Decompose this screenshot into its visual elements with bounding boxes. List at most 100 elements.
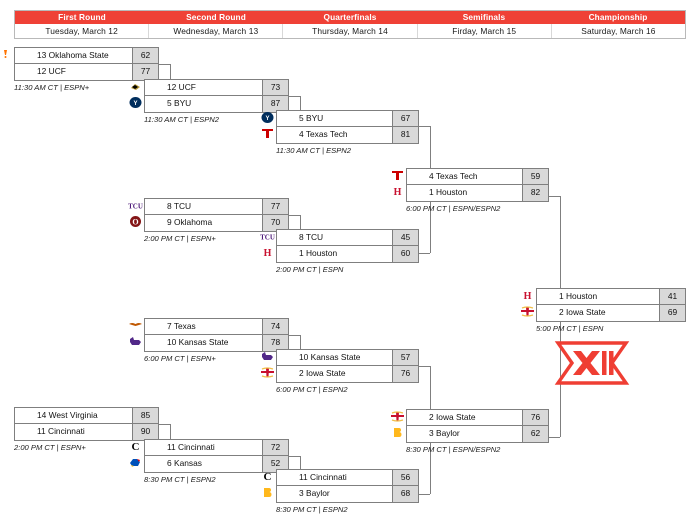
matchup-box[interactable]: 2 Iowa State 76 3 Baylor 62 xyxy=(391,409,549,443)
team-row[interactable]: Y 5 BYU 67 xyxy=(261,111,418,127)
team-score: 76 xyxy=(392,366,418,382)
team-row[interactable]: TCU 8 TCU 45 xyxy=(260,230,418,246)
team-row[interactable]: 6 Kansas 52 xyxy=(130,456,288,472)
match-championship[interactable]: H 1 Houston 41 2 Iowa State 69 5:00 PM C… xyxy=(521,288,686,334)
match-qf-1[interactable]: Y 5 BYU 67 4 Texas Tech 81 11:30 AM CT |… xyxy=(261,110,419,156)
team-row[interactable]: H 1 Houston 60 xyxy=(264,246,418,262)
tcu-horned-frogs-logo: TCU xyxy=(128,198,143,212)
team-score: 45 xyxy=(392,230,418,245)
team-row[interactable]: 10 Kansas State 78 xyxy=(130,335,288,351)
matchup-box[interactable]: TCU 8 TCU 45 H 1 Houston 60 xyxy=(260,229,419,263)
svg-text:H: H xyxy=(264,248,272,259)
matchup-box[interactable]: H 1 Houston 41 2 Iowa State 69 xyxy=(521,288,686,322)
team-row[interactable]: 3 Baylor 62 xyxy=(394,426,548,442)
bracket-connector xyxy=(560,196,561,296)
team-row[interactable]: 3 Baylor 68 xyxy=(264,486,418,502)
team-row[interactable]: H 1 Houston 41 xyxy=(524,289,685,305)
team-row[interactable]: 14 West Virginia 85 xyxy=(15,408,158,424)
round-dates-row: Tuesday, March 12 Wednesday, March 13 Th… xyxy=(15,24,686,38)
matchup-box[interactable]: TCU 8 TCU 77 O 9 Oklahoma 70 xyxy=(128,198,289,232)
iowa-state-cyclones-logo xyxy=(520,304,535,318)
team-row[interactable]: C 11 Cincinnati 72 xyxy=(132,440,288,456)
team-row[interactable]: Y 5 BYU 87 xyxy=(129,96,288,112)
matchup-box[interactable]: 10 Kansas State 57 2 Iowa State 76 xyxy=(261,349,419,383)
team-row[interactable]: C 11 Cincinnati 56 xyxy=(264,470,418,486)
round-names-row: First Round Second Round Quarterfinals S… xyxy=(15,11,685,24)
match-r2-1[interactable]: 12 UCF 73 Y 5 BYU 87 11:30 AM CT | ESPN2 xyxy=(129,79,289,125)
team-row[interactable]: 4 Texas Tech 59 xyxy=(392,169,548,185)
team-name: 1 Houston xyxy=(429,187,468,197)
matchup-box[interactable]: 12 UCF 73 Y 5 BYU 87 xyxy=(129,79,289,113)
team-row[interactable]: 4 Texas Tech 81 xyxy=(262,127,418,143)
matchup-box[interactable]: C 11 Cincinnati 72 6 Kansas 52 xyxy=(130,439,289,473)
team-row[interactable]: TCU 8 TCU 77 xyxy=(128,199,288,215)
team-row[interactable]: 11 Cincinnati 90 xyxy=(15,424,158,440)
match-sf-2[interactable]: 2 Iowa State 76 3 Baylor 62 8:30 PM CT |… xyxy=(391,409,549,455)
bracket-connector xyxy=(430,126,431,180)
svg-text:C: C xyxy=(264,471,272,483)
round-date-championship: Saturday, March 16 xyxy=(551,24,686,38)
team-name: 11 Cincinnati xyxy=(299,472,347,482)
match-r2-4[interactable]: C 11 Cincinnati 72 6 Kansas 52 8:30 PM C… xyxy=(130,439,289,485)
houston-cougars-logo: H xyxy=(260,245,275,259)
matchup-box[interactable]: 7 Texas 74 10 Kansas State 78 xyxy=(129,318,289,352)
team-row[interactable]: H 1 Houston 82 xyxy=(394,185,548,201)
bracket-connector xyxy=(288,335,300,336)
team-row[interactable]: 2 Iowa State 76 xyxy=(391,410,548,426)
team-score: 52 xyxy=(262,456,288,472)
bracket-connector xyxy=(170,424,171,448)
matchup-box[interactable]: 14 West Virginia 85 11 Cincinnati 90 xyxy=(14,407,159,441)
match-r2-3[interactable]: 7 Texas 74 10 Kansas State 78 6:00 PM CT… xyxy=(129,318,289,364)
team-name: 12 UCF xyxy=(37,66,66,76)
team-score: 76 xyxy=(522,410,548,425)
team-row[interactable]: 10 Kansas State 57 xyxy=(262,350,418,366)
iowa-state-cyclones-logo xyxy=(260,365,275,379)
match-qf-3[interactable]: 10 Kansas State 57 2 Iowa State 76 6:00 … xyxy=(261,349,419,395)
round-name-first-round: First Round xyxy=(58,12,106,22)
team-row[interactable]: 7 Texas 74 xyxy=(129,319,288,335)
svg-text:O: O xyxy=(132,217,138,226)
match-sf-1[interactable]: 4 Texas Tech 59 H 1 Houston 82 6:00 PM C… xyxy=(392,168,549,214)
team-row[interactable]: O 9 Oklahoma 70 xyxy=(130,215,288,231)
team-name: 1 Houston xyxy=(559,291,598,301)
match-r1-top[interactable]: 13 Oklahoma State 62 12 UCF 77 11:30 AM … xyxy=(4,47,159,93)
team-score: 90 xyxy=(132,424,158,440)
team-score: 87 xyxy=(262,96,288,112)
team-name: 6 Kansas xyxy=(167,458,202,468)
team-score: 82 xyxy=(522,185,548,201)
team-name: 10 Kansas State xyxy=(167,337,229,347)
bracket-connector xyxy=(300,96,301,119)
team-row[interactable]: 2 Iowa State 69 xyxy=(521,305,685,321)
matchup-box[interactable]: 4 Texas Tech 59 H 1 Houston 82 xyxy=(392,168,549,202)
round-date-second-round: Wednesday, March 13 xyxy=(149,24,284,38)
round-name-championship: Championship xyxy=(588,12,648,22)
team-score: 59 xyxy=(522,169,548,184)
team-row[interactable]: 2 Iowa State 76 xyxy=(261,366,418,382)
team-name: 14 West Virginia xyxy=(37,410,98,420)
team-row[interactable]: 12 UCF 77 xyxy=(15,64,158,80)
team-row[interactable]: 12 UCF 73 xyxy=(131,80,288,96)
team-name: 4 Texas Tech xyxy=(429,171,478,181)
matchup-box[interactable]: C 11 Cincinnati 56 3 Baylor 68 xyxy=(264,469,419,503)
game-time-network: 5:00 PM CT | ESPN xyxy=(536,324,604,333)
cincinnati-bearcats-logo: C xyxy=(128,439,143,453)
match-r1-bottom[interactable]: 14 West Virginia 85 11 Cincinnati 90 2:0… xyxy=(14,407,159,453)
matchup-box[interactable]: 13 Oklahoma State 62 12 UCF 77 xyxy=(4,47,159,81)
game-time-network: 2:00 PM CT | ESPN+ xyxy=(144,234,216,243)
game-time-network: 11:30 AM CT | ESPN2 xyxy=(276,146,351,155)
oklahoma-sooners-logo: O xyxy=(128,214,143,228)
big-12-conference-logo xyxy=(552,340,632,386)
team-row[interactable]: 13 Oklahoma State 62 xyxy=(4,48,158,64)
match-r2-2[interactable]: TCU 8 TCU 77 O 9 Oklahoma 70 2:00 PM CT … xyxy=(128,198,289,244)
match-qf-2[interactable]: TCU 8 TCU 45 H 1 Houston 60 2:00 PM CT |… xyxy=(260,229,419,275)
round-name-quarterfinals: Quarterfinals xyxy=(323,12,377,22)
matchup-box[interactable]: Y 5 BYU 67 4 Texas Tech 81 xyxy=(261,110,419,144)
match-qf-4[interactable]: C 11 Cincinnati 56 3 Baylor 68 8:30 PM C… xyxy=(264,469,419,515)
baylor-bears-logo xyxy=(260,485,275,499)
iowa-state-cyclones-logo xyxy=(390,409,405,423)
team-score: 62 xyxy=(522,426,548,442)
team-score: 74 xyxy=(262,319,288,334)
bracket-connector xyxy=(418,366,430,367)
bracket-connector xyxy=(430,437,431,494)
team-score: 60 xyxy=(392,246,418,262)
